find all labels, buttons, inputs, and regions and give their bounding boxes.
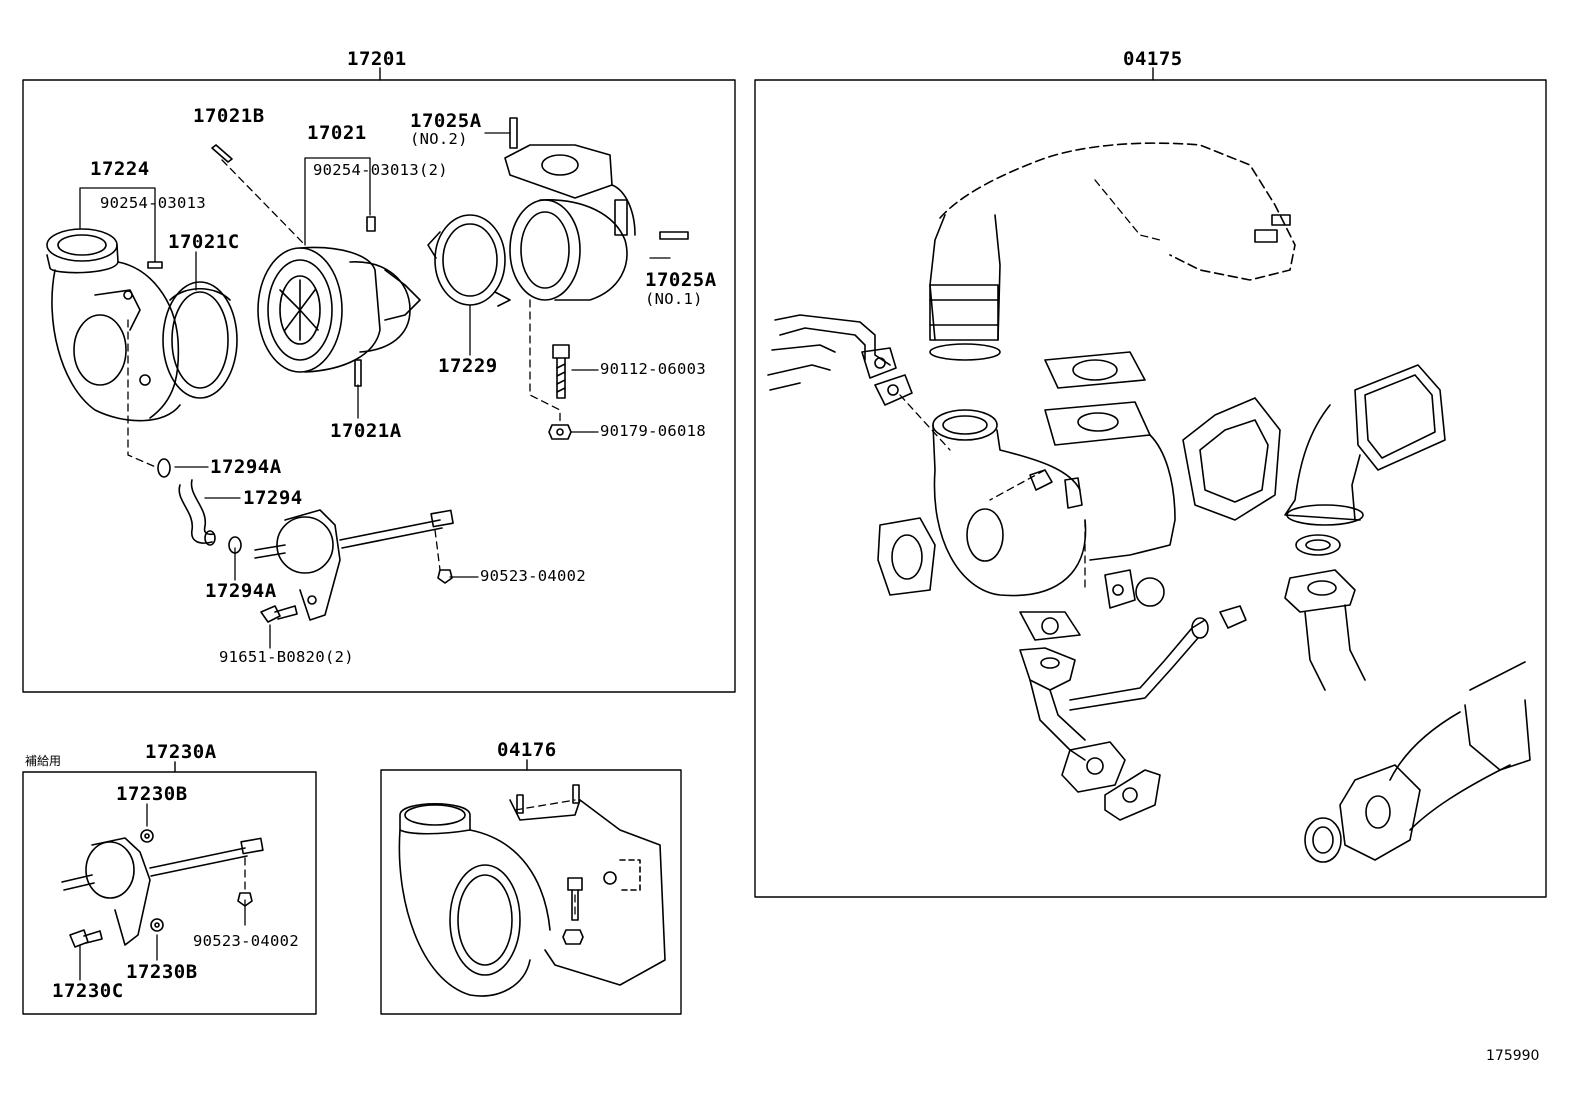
part-label-17294: 17294 bbox=[243, 487, 303, 509]
part-label-17294A-bottom: 17294A bbox=[205, 580, 277, 602]
part-label-90523-04002-kit: 90523-04002 bbox=[193, 932, 299, 950]
turbo-gasket-ring bbox=[162, 281, 238, 399]
part-label-17224: 17224 bbox=[90, 158, 150, 180]
manifold-oil-pipe bbox=[1019, 605, 1247, 821]
part-label-90179-06018: 90179-06018 bbox=[600, 422, 706, 440]
frame-04176 bbox=[380, 769, 682, 1015]
turbo-v-band-clamp bbox=[427, 214, 511, 307]
turbo-wastegate-actuator bbox=[254, 509, 454, 623]
turbo-compressor-housing bbox=[46, 228, 181, 422]
frame-17230A bbox=[22, 771, 317, 1015]
turbo-bolt-17021B bbox=[211, 144, 233, 163]
gasket-kit-housing bbox=[398, 784, 666, 997]
group-label-gasket-kit: 04176 bbox=[497, 739, 557, 761]
manifold-elbow-outlet bbox=[1284, 364, 1446, 691]
part-label-90254-03013: 90254-03013 bbox=[100, 194, 206, 212]
part-label-17021B: 17021B bbox=[193, 105, 265, 127]
group-label-exhaust-manifold: 04175 bbox=[1123, 48, 1183, 70]
part-label-90112-06003: 90112-06003 bbox=[600, 360, 706, 378]
part-label-17230C: 17230C bbox=[52, 980, 124, 1002]
manifold-heat-insulator bbox=[929, 142, 1296, 361]
part-label-17021A: 17021A bbox=[330, 420, 402, 442]
manifold-exhaust-pipe bbox=[1339, 661, 1531, 861]
turbo-center-section bbox=[257, 216, 421, 387]
part-label-91651-B0820-2: 91651-B0820(2) bbox=[219, 648, 354, 666]
part-label-17025A-no2: 17025A bbox=[410, 110, 482, 132]
figure-number: 175990 bbox=[1486, 1048, 1540, 1064]
part-label-17294A-top: 17294A bbox=[210, 456, 282, 478]
manifold-gaskets bbox=[877, 351, 1342, 863]
part-label-17021: 17021 bbox=[307, 122, 367, 144]
kit-actuator bbox=[61, 829, 264, 948]
manifold-turbo-housing bbox=[932, 401, 1176, 597]
dashed-lines bbox=[127, 159, 1161, 919]
part-label-17230B-top: 17230B bbox=[116, 783, 188, 805]
part-label-17230B-bottom: 17230B bbox=[126, 961, 198, 983]
part-label-90254-03013-2: 90254-03013(2) bbox=[313, 161, 448, 179]
part-label-17229: 17229 bbox=[438, 355, 498, 377]
turbo-bolt-90112 bbox=[552, 344, 570, 399]
manifold-pipes-left bbox=[767, 314, 913, 406]
part-label-17025A-no1: 17025A bbox=[645, 269, 717, 291]
turbo-nut-90179 bbox=[548, 424, 572, 440]
part-note-17025A-no2: (NO.2) bbox=[410, 130, 468, 148]
part-note-17025A-no1: (NO.1) bbox=[645, 290, 703, 308]
leader-lines bbox=[79, 132, 671, 981]
frame-04175 bbox=[754, 79, 1547, 898]
turbo-turbine-housing bbox=[504, 117, 689, 301]
turbo-pin-17021C bbox=[147, 261, 163, 269]
group-label-turbo-assy: 17201 bbox=[347, 48, 407, 70]
group-label-actuator-kit: 17230A bbox=[145, 741, 217, 763]
frame-17201 bbox=[22, 79, 736, 693]
frames bbox=[22, 67, 1547, 1015]
turbo-hose-17294 bbox=[157, 458, 242, 554]
part-label-90523-04002: 90523-04002 bbox=[480, 567, 586, 585]
group-note-supply: 補給用 bbox=[25, 754, 62, 768]
part-label-17021C: 17021C bbox=[168, 231, 240, 253]
